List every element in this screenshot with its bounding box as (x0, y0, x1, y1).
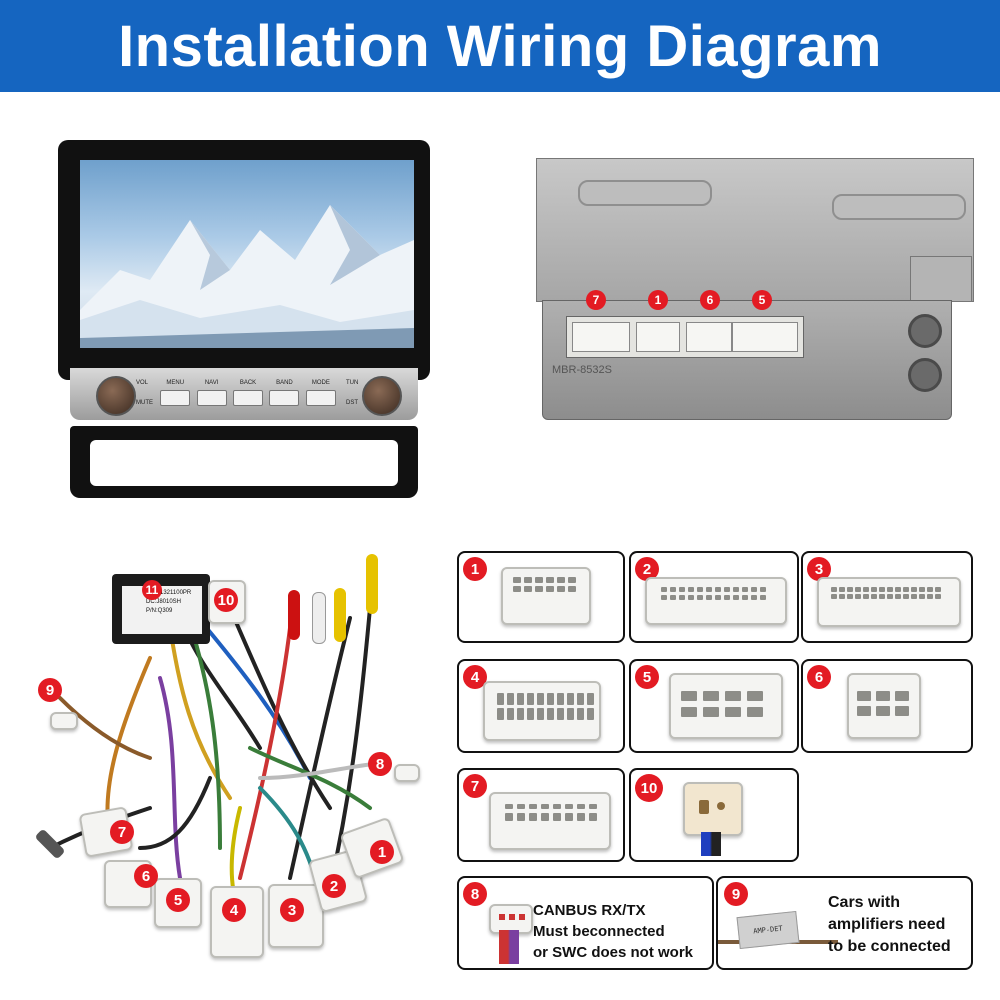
head-unit-buttons: MENU NAVI BACK BAND MODE (160, 380, 336, 414)
dst-label: DST (346, 400, 358, 406)
volume-knob[interactable] (96, 376, 136, 416)
connector-4-plug (483, 681, 601, 741)
band-button[interactable]: BAND (269, 380, 300, 414)
connector-number-10: 10 (635, 774, 663, 802)
amp-note-panel: 9 AMP-DET Cars with amplifiers need to b… (716, 876, 973, 970)
harness-callout-10: 10 (214, 588, 238, 612)
rca-yellow-2 (334, 588, 346, 642)
page-title: Installation Wiring Diagram (118, 13, 882, 79)
harness-callout-11: 11 (142, 580, 162, 600)
harness-callout-7: 7 (110, 820, 134, 844)
antenna-socket (908, 314, 942, 348)
canbus-note-number: 8 (463, 882, 487, 906)
connector-panel-5: 5 (629, 659, 799, 753)
rca-yellow (366, 554, 378, 614)
harness-callout-8: 8 (368, 752, 392, 776)
connector-1-plug (501, 567, 591, 625)
amp-line-3: to be connected (828, 938, 951, 955)
mode-button[interactable]: MODE (305, 380, 336, 414)
connector-10-wires (701, 832, 721, 856)
connector-10-plug (683, 782, 743, 836)
connector-3-plug (817, 577, 961, 627)
title-banner: Installation Wiring Diagram (0, 0, 1000, 92)
harness-callout-4: 4 (222, 898, 246, 922)
navi-button[interactable]: NAVI (196, 380, 227, 414)
back-callout-6: 6 (700, 290, 720, 310)
harness-callout-1: 1 (370, 840, 394, 864)
chassis-code: MBR-8532S (552, 364, 612, 376)
connector-panel-10: 10 (629, 768, 799, 862)
rca-red (288, 590, 300, 640)
connector-number-7: 7 (463, 774, 487, 798)
rca-white (312, 592, 326, 644)
back-callout-5: 5 (752, 290, 772, 310)
harness-callout-5: 5 (166, 888, 190, 912)
connector-panel-4: 4 (457, 659, 625, 753)
canbus-note-text: CANBUS RX/TX Must beconnected or SWC doe… (533, 900, 693, 963)
amp-note-text: Cars with amplifiers need to be connecte… (828, 892, 951, 958)
harness-tag-9 (50, 712, 78, 730)
canbus-line-2: Must beconnected (533, 923, 665, 940)
connector-6-plug (847, 673, 921, 739)
tune-knob[interactable] (362, 376, 402, 416)
vol-label: VOL (136, 380, 149, 386)
back-callout-7: 7 (586, 290, 606, 310)
back-button[interactable]: BACK (233, 380, 264, 414)
head-unit-image: VOL MUTE TUN DST MENU NAVI BACK BAND MOD… (58, 140, 430, 502)
back-callout-1: 1 (648, 290, 668, 310)
connector-panel-7: 7 (457, 768, 625, 862)
connector-5-plug (669, 673, 783, 739)
amp-note-number: 9 (724, 882, 748, 906)
connector-panel-2: 2 (629, 551, 799, 643)
harness-plug-4 (210, 886, 264, 958)
tun-label: TUN (346, 380, 359, 386)
canbus-note-panel: 8 CANBUS RX/TX Must beconnected or SWC d… (457, 876, 714, 970)
back-panel-image: MBR-8532S 7 1 6 5 (536, 158, 974, 428)
canbus-line-3: or SWC does not work (533, 944, 694, 961)
amp-line-1: Cars with (828, 894, 901, 911)
connector-2-plug (645, 577, 787, 625)
connector-number-1: 1 (463, 557, 487, 581)
back-port-6 (686, 322, 732, 352)
canbus-box: SN:V1321100PR DC:J8010SH P/N:Q309 (112, 574, 210, 644)
canbus-line-1: CANBUS RX/TX (533, 902, 646, 919)
harness-callout-6: 6 (134, 864, 158, 888)
amp-det-tag: AMP-DET (736, 910, 800, 950)
harness-callout-3: 3 (280, 898, 304, 922)
connector-number-5: 5 (635, 665, 659, 689)
harness-callout-2: 2 (322, 874, 346, 898)
back-port-7 (572, 322, 630, 352)
connector-7-plug (489, 792, 611, 850)
connector-panel-3: 3 (801, 551, 973, 643)
harness-plug-8 (394, 764, 420, 782)
harness-callout-9: 9 (38, 678, 62, 702)
menu-button[interactable]: MENU (160, 380, 191, 414)
wiring-harness-image: SN:V1321100PR DC:J8010SH P/N:Q309 11 10 … (30, 548, 450, 978)
connector-panel-6: 6 (801, 659, 973, 753)
screen-mountain-image (80, 160, 414, 348)
back-port-5 (732, 322, 798, 352)
mute-label: MUTE (136, 400, 153, 406)
back-port-1 (636, 322, 680, 352)
harness-plug-5 (154, 878, 202, 928)
canbus-wires (499, 930, 519, 964)
connector-number-6: 6 (807, 665, 831, 689)
connector-panel-1: 1 (457, 551, 625, 643)
amp-line-2: amplifiers need (828, 916, 946, 933)
aux-socket (908, 358, 942, 392)
